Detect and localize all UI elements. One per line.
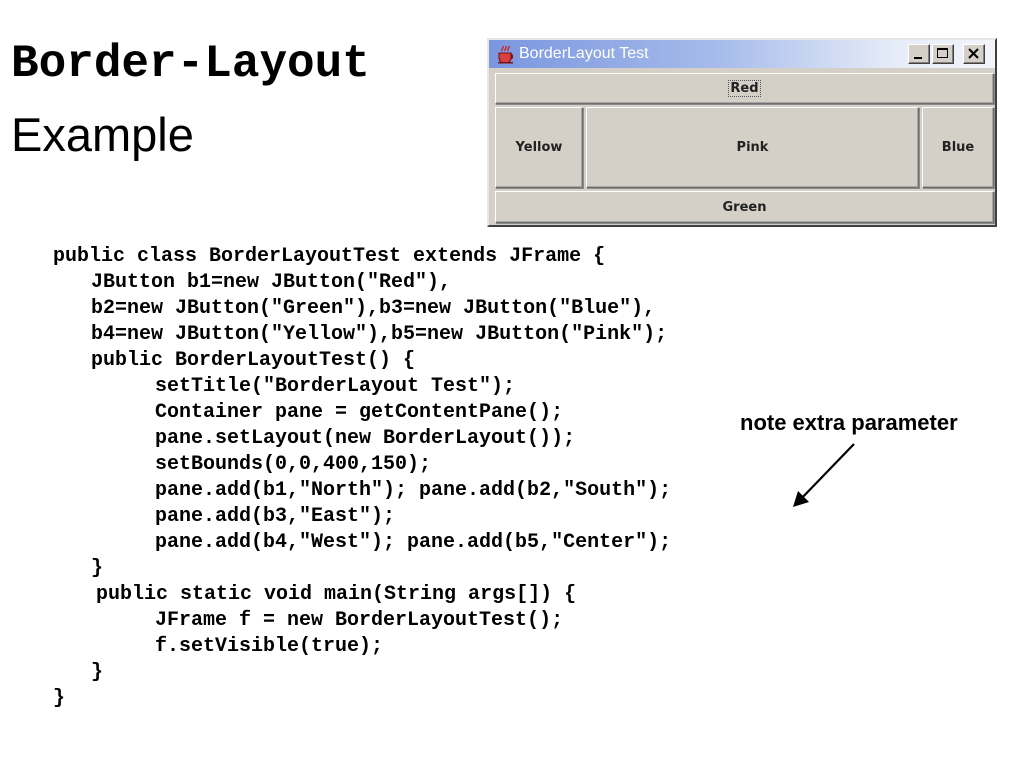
maximize-icon	[937, 48, 948, 58]
code-line: public BorderLayoutTest() {	[91, 349, 416, 372]
code-line: }	[53, 687, 66, 710]
arrow-icon	[793, 443, 855, 507]
code-line: b4=new JButton("Yellow"),b5=new JButton(…	[91, 323, 668, 346]
code-line: pane.add(b1,"North"); pane.add(b2,"South…	[155, 479, 672, 502]
center-button-pink[interactable]: Pink	[586, 107, 919, 188]
south-button-label: Green	[722, 199, 767, 215]
minimize-button[interactable]	[908, 44, 930, 64]
code-line: JButton b1=new JButton("Red"),	[91, 271, 452, 294]
code-line: Container pane = getContentPane();	[155, 401, 564, 424]
borderlayout-window: BorderLayout Test Red Yellow Pink	[487, 38, 997, 227]
code-line: pane.setLayout(new BorderLayout());	[155, 427, 576, 450]
west-button-label: Yellow	[515, 140, 563, 155]
window-titlebar[interactable]: BorderLayout Test	[489, 40, 995, 68]
code-line: }	[91, 557, 104, 580]
code-line: pane.add(b4,"West"); pane.add(b5,"Center…	[155, 531, 672, 554]
east-button-blue[interactable]: Blue	[922, 107, 994, 188]
close-button[interactable]	[963, 44, 985, 64]
window-title: BorderLayout Test	[519, 45, 649, 62]
north-button-red[interactable]: Red	[495, 73, 994, 104]
center-button-label: Pink	[736, 140, 769, 155]
maximize-button[interactable]	[932, 44, 954, 64]
code-line: JFrame f = new BorderLayoutTest();	[155, 609, 564, 632]
close-icon	[968, 48, 979, 59]
code-line: f.setVisible(true);	[155, 635, 384, 658]
slide-title: Border-Layout	[11, 38, 370, 90]
code-line: public class BorderLayoutTest extends JF…	[53, 245, 606, 268]
south-button-green[interactable]: Green	[495, 191, 994, 223]
java-cup-icon	[495, 44, 517, 64]
code-line: setTitle("BorderLayout Test");	[155, 375, 516, 398]
west-button-yellow[interactable]: Yellow	[495, 107, 583, 188]
north-button-label: Red	[728, 80, 761, 97]
code-line: b2=new JButton("Green"),b3=new JButton("…	[91, 297, 656, 320]
code-line: setBounds(0,0,400,150);	[155, 453, 432, 476]
code-line: pane.add(b3,"East");	[155, 505, 396, 528]
minimize-icon	[914, 57, 922, 59]
code-line: public static void main(String args[]) {	[96, 583, 577, 606]
content-pane: Red Yellow Pink Blue Green	[491, 70, 994, 223]
east-button-label: Blue	[941, 140, 975, 155]
slide-subtitle: Example	[11, 108, 194, 161]
code-line: }	[91, 661, 104, 684]
annotation-note: note extra parameter	[740, 410, 958, 435]
